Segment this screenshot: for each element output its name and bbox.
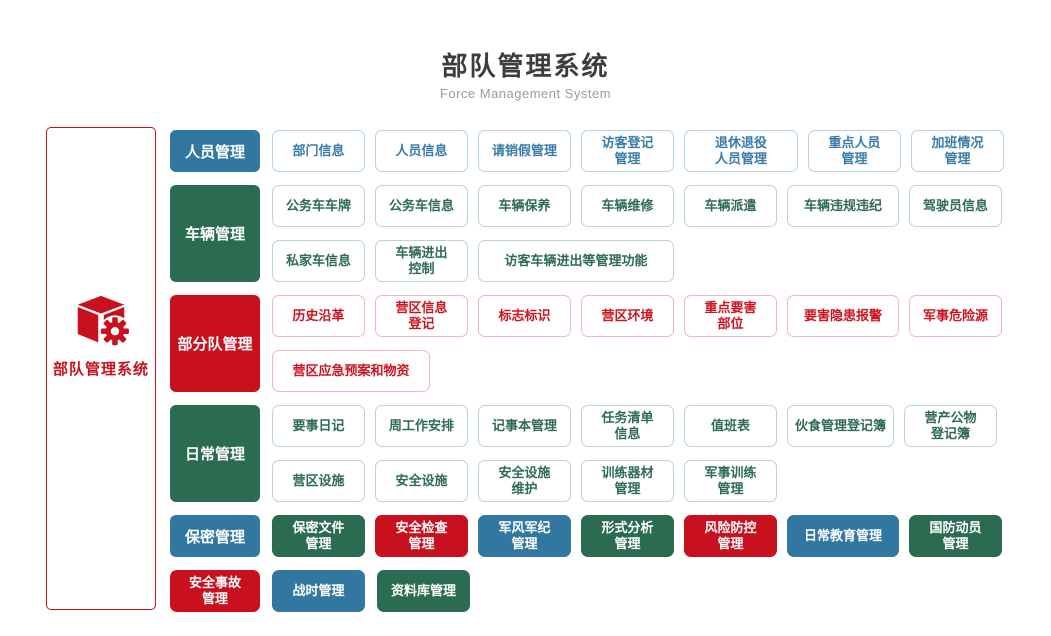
module-item: 营产公物 登记簿 bbox=[904, 405, 997, 447]
module-item: 营区环境 bbox=[581, 295, 674, 337]
category-vehicle: 车辆管理 bbox=[170, 185, 260, 282]
module-item-solid: 战时管理 bbox=[272, 570, 365, 612]
module-item-solid: 日常教育管理 bbox=[787, 515, 899, 557]
module-item: 车辆进出 控制 bbox=[375, 240, 468, 282]
category-secrecy: 保密管理 bbox=[170, 515, 260, 557]
module-item: 车辆违规违纪 bbox=[787, 185, 899, 227]
diagram-grid: 人员管理 部门信息 人员信息 请销假管理 访客登记 管理 退休退役 人员管理 重… bbox=[170, 130, 1004, 612]
group-daily: 日常管理 要事日记 周工作安排 记事本管理 任务清单 信息 值班表 伙食管理登记… bbox=[170, 405, 1004, 502]
module-item: 退休退役 人员管理 bbox=[684, 130, 798, 172]
page-subtitle: Force Management System bbox=[439, 86, 612, 101]
module-item: 驾驶员信息 bbox=[909, 185, 1002, 227]
module-item: 值班表 bbox=[684, 405, 777, 447]
module-item: 营区设施 bbox=[272, 460, 365, 502]
category-unit: 部分队管理 bbox=[170, 295, 260, 392]
module-item: 伙食管理登记簿 bbox=[787, 405, 894, 447]
module-item: 访客登记 管理 bbox=[581, 130, 674, 172]
module-item: 私家车信息 bbox=[272, 240, 365, 282]
module-item: 历史沿革 bbox=[272, 295, 365, 337]
module-item-solid: 安全事故 管理 bbox=[170, 570, 260, 612]
system-root-node: 部队管理系统 bbox=[46, 127, 156, 610]
module-item: 周工作安排 bbox=[375, 405, 468, 447]
module-item: 访客车辆进出等管理功能 bbox=[478, 240, 674, 282]
module-item: 任务清单 信息 bbox=[581, 405, 674, 447]
cube-gear-icon bbox=[77, 295, 131, 348]
module-item: 重点要害 部位 bbox=[684, 295, 777, 337]
module-item: 请销假管理 bbox=[478, 130, 571, 172]
module-item: 要事日记 bbox=[272, 405, 365, 447]
module-item-solid: 安全检查 管理 bbox=[375, 515, 468, 557]
module-item-solid: 军风军纪 管理 bbox=[478, 515, 571, 557]
group-personnel: 人员管理 部门信息 人员信息 请销假管理 访客登记 管理 退休退役 人员管理 重… bbox=[170, 130, 1004, 172]
module-item: 军事危险源 bbox=[909, 295, 1002, 337]
module-item: 公务车车牌 bbox=[272, 185, 365, 227]
module-item: 重点人员 管理 bbox=[808, 130, 901, 172]
module-item: 军事训练 管理 bbox=[684, 460, 777, 502]
module-item-solid: 资料库管理 bbox=[377, 570, 470, 612]
module-item: 记事本管理 bbox=[478, 405, 571, 447]
module-item: 安全设施 维护 bbox=[478, 460, 571, 502]
module-item-solid: 形式分析 管理 bbox=[581, 515, 674, 557]
module-item: 要害隐患报警 bbox=[787, 295, 899, 337]
module-item-solid: 保密文件 管理 bbox=[272, 515, 365, 557]
module-item: 车辆维修 bbox=[581, 185, 674, 227]
category-daily: 日常管理 bbox=[170, 405, 260, 502]
system-root-label: 部队管理系统 bbox=[52, 361, 149, 378]
module-item: 车辆保养 bbox=[478, 185, 571, 227]
module-item: 安全设施 bbox=[375, 460, 468, 502]
module-item: 营区信息 登记 bbox=[375, 295, 468, 337]
module-item: 人员信息 bbox=[375, 130, 468, 172]
group-bottom: 安全事故 管理 战时管理 资料库管理 bbox=[170, 570, 1004, 612]
module-item: 部门信息 bbox=[272, 130, 365, 172]
module-item: 营区应急预案和物资 bbox=[272, 350, 430, 392]
module-item: 标志标识 bbox=[478, 295, 571, 337]
module-item: 公务车信息 bbox=[375, 185, 468, 227]
module-item: 加班情况 管理 bbox=[911, 130, 1004, 172]
page-title: 部队管理系统 bbox=[441, 51, 610, 81]
module-item: 训练器材 管理 bbox=[581, 460, 674, 502]
module-item: 车辆派遣 bbox=[684, 185, 777, 227]
module-item-solid: 风险防控 管理 bbox=[684, 515, 777, 557]
category-personnel: 人员管理 bbox=[170, 130, 260, 172]
group-unit: 部分队管理 历史沿革 营区信息 登记 标志标识 营区环境 重点要害 部位 要害隐… bbox=[170, 295, 1004, 392]
group-secrecy: 保密管理 保密文件 管理 安全检查 管理 军风军纪 管理 形式分析 管理 风险防… bbox=[170, 515, 1004, 557]
module-item-solid: 国防动员 管理 bbox=[909, 515, 1002, 557]
group-vehicle: 车辆管理 公务车车牌 公务车信息 车辆保养 车辆维修 车辆派遣 车辆违规违纪 驾… bbox=[170, 185, 1004, 282]
